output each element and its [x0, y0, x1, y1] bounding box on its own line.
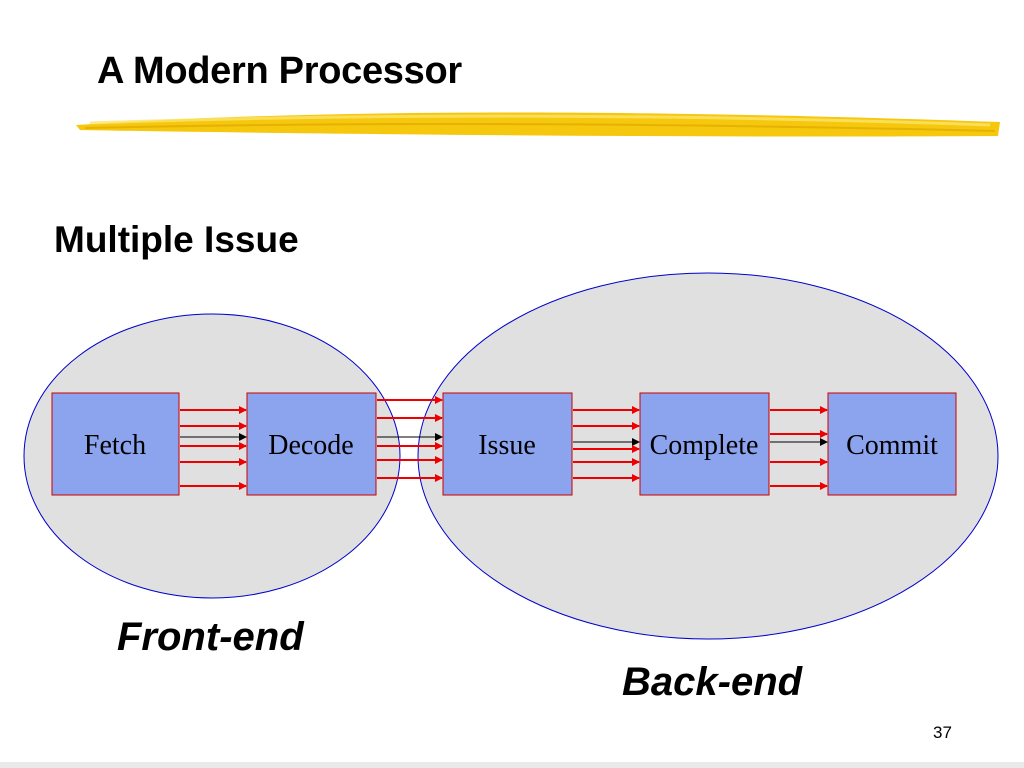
slide-bottom-bar — [0, 762, 1024, 768]
stage-complete: Complete — [639, 392, 770, 496]
front-end-label: Front-end — [117, 615, 304, 659]
stage-issue: Issue — [442, 392, 573, 496]
slide-title: A Modern Processor — [97, 50, 462, 92]
stage-commit: Commit — [827, 392, 957, 496]
stage-decode: Decode — [246, 392, 377, 496]
stage-label: Issue — [478, 430, 536, 461]
page-number: 37 — [933, 723, 952, 742]
issue-complete-arrows — [573, 406, 640, 482]
stage-label: Fetch — [84, 430, 146, 461]
stage-label: Decode — [268, 430, 354, 461]
section-heading: Multiple Issue — [54, 219, 299, 260]
stage-label: Commit — [846, 430, 938, 461]
stage-fetch: Fetch — [51, 392, 180, 496]
complete-commit-arrows — [770, 406, 828, 490]
stage-label: Complete — [650, 430, 759, 461]
front-end-ellipse — [23, 313, 401, 599]
back-end-label: Back-end — [622, 660, 803, 704]
fetch-decode-arrows — [180, 406, 247, 490]
decode-issue-arrows — [377, 396, 443, 482]
